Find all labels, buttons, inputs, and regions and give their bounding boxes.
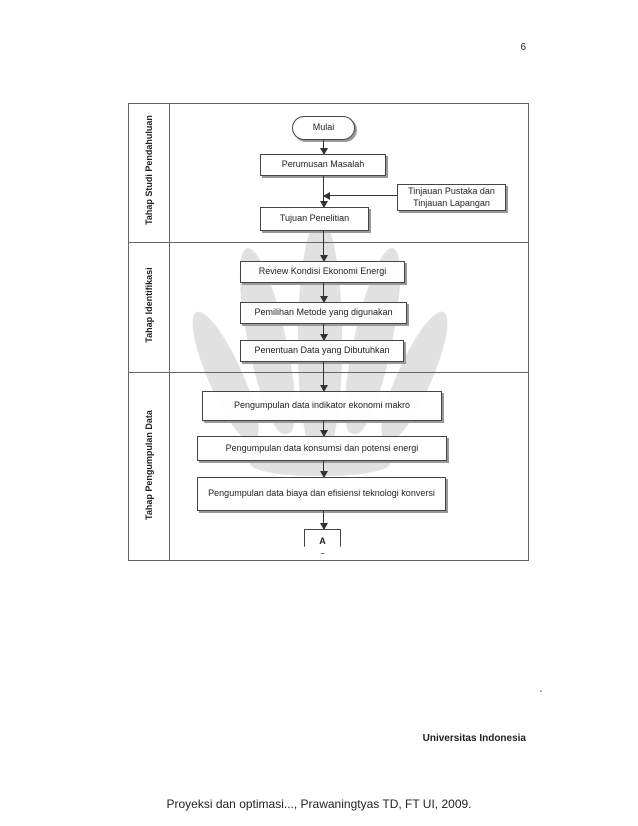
arrow-to-pengumpulan-makro (320, 362, 328, 392)
arrow-to-perumusan (320, 140, 328, 155)
pengumpulan-makro-box: Pengumpulan data indikator ekonomi makro (202, 391, 442, 421)
arrow-to-tujuan (320, 176, 328, 208)
tujuan-box: Tujuan Penelitian (260, 207, 369, 231)
arrow-to-pengumpulan-biaya (320, 461, 328, 478)
flowchart-diagram: Tahap Studi Pendahuluan Tahap Identifika… (128, 103, 529, 561)
arrow-to-pemilihan (320, 283, 328, 303)
citation-footer: Proyeksi dan optimasi..., Prawaningtyas … (166, 797, 472, 811)
arrow-to-connector (320, 511, 328, 530)
lane-label-studi: Tahap Studi Pendahuluan (144, 115, 154, 225)
institution-footer: Universitas Indonesia (422, 733, 526, 744)
tinjauan-connector-line (323, 192, 397, 200)
start-node: Mulai (292, 116, 355, 140)
perumusan-box: Perumusan Masalah (260, 154, 386, 176)
page-number: 6 (520, 42, 526, 53)
lane-label-column (169, 104, 170, 560)
review-box: Review Kondisi Ekonomi Energi (240, 261, 405, 283)
tinjauan-box: Tinjauan Pustaka dan Tinjauan Lapangan (397, 184, 506, 211)
lane-label-pengumpulan: Tahap Pengumpulan Data (144, 410, 154, 520)
arrow-to-penentuan (320, 324, 328, 341)
lane-divider-1 (129, 242, 528, 243)
pengumpulan-konsumsi-box: Pengumpulan data konsumsi dan potensi en… (197, 436, 447, 461)
arrow-to-pengumpulan-konsumsi (320, 421, 328, 437)
arrow-to-review (320, 231, 328, 262)
faint-mark (540, 690, 542, 692)
pengumpulan-biaya-box: Pengumpulan data biaya dan efisiensi tek… (197, 477, 446, 511)
lane-divider-2 (129, 372, 528, 373)
pemilihan-box: Pemilihan Metode yang digunakan (240, 302, 407, 324)
penentuan-box: Penentuan Data yang Dibutuhkan (240, 340, 404, 362)
lane-label-identifikasi: Tahap Identifikasi (144, 267, 154, 343)
connector-a: A (304, 529, 341, 554)
